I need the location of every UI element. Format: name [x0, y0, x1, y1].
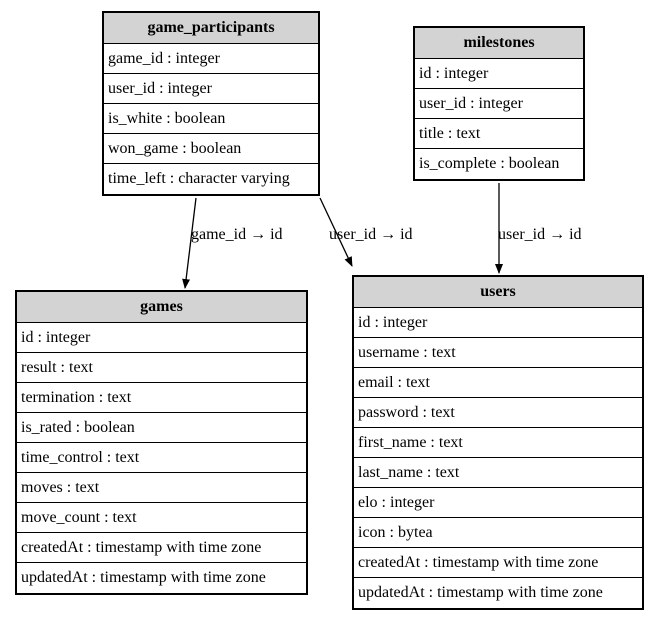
- column-row: elo : integer: [354, 488, 642, 518]
- column-row: email : text: [354, 368, 642, 398]
- column-row: password : text: [354, 398, 642, 428]
- edge-label: user_id → id: [498, 226, 582, 243]
- table-users: users id : integer username : text email…: [352, 275, 644, 610]
- table-milestones: milestones id : integer user_id : intege…: [413, 26, 585, 181]
- column-row: username : text: [354, 338, 642, 368]
- column-row: is_white : boolean: [104, 104, 318, 134]
- table-title: games: [17, 292, 306, 323]
- column-row: id : integer: [17, 323, 306, 353]
- column-row: last_name : text: [354, 458, 642, 488]
- edge-game-participants-to-games: [182, 197, 197, 289]
- column-row: id : integer: [354, 308, 642, 338]
- table-title: game_participants: [104, 13, 318, 44]
- column-row: icon : bytea: [354, 518, 642, 548]
- table-title: milestones: [415, 28, 583, 59]
- edge-game-participants-to-users: [319, 197, 353, 267]
- table-title: users: [354, 277, 642, 308]
- column-row: result : text: [17, 353, 306, 383]
- table-games: games id : integer result : text termina…: [15, 290, 308, 595]
- column-row: move_count : text: [17, 503, 306, 533]
- table-game-participants: game_participants game_id : integer user…: [102, 11, 320, 196]
- column-row: time_left : character varying: [108, 170, 290, 187]
- column-row: user_id : integer: [415, 89, 583, 119]
- column-row: user_id : integer: [104, 74, 318, 104]
- column-row: id : integer: [415, 59, 583, 89]
- column-row: is_rated : boolean: [17, 413, 306, 443]
- column-row: updatedAt : timestamp with time zone: [358, 584, 603, 601]
- column-row: title : text: [415, 119, 583, 149]
- column-row: moves : text: [17, 473, 306, 503]
- column-row: createdAt : timestamp with time zone: [17, 533, 306, 563]
- edge-label: user_id → id: [329, 226, 413, 243]
- column-row: createdAt : timestamp with time zone: [354, 548, 642, 578]
- edge-label: game_id → id: [191, 226, 283, 243]
- column-row: first_name : text: [354, 428, 642, 458]
- column-row: won_game : boolean: [104, 134, 318, 164]
- column-row: is_complete : boolean: [419, 155, 560, 172]
- column-row: game_id : integer: [104, 44, 318, 74]
- column-row: updatedAt : timestamp with time zone: [21, 569, 266, 586]
- column-row: termination : text: [17, 383, 306, 413]
- column-row: time_control : text: [17, 443, 306, 473]
